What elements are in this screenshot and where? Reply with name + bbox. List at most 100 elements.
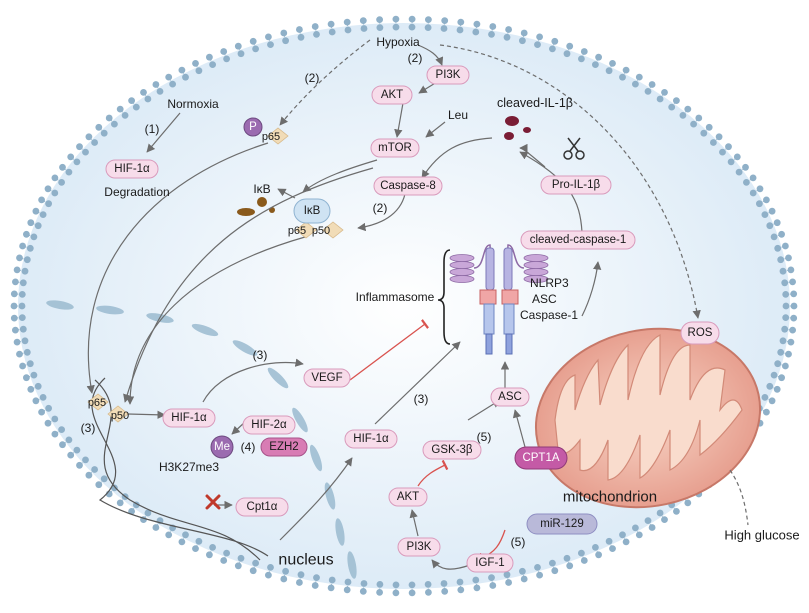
- node-label-akt-low: AKT: [397, 491, 419, 503]
- inflammasome-brace: [437, 249, 451, 345]
- membrane-lipid: [656, 89, 668, 103]
- membrane-lipid: [710, 133, 723, 146]
- nfkb-diamonds: [87, 127, 344, 423]
- membrane-lipid: [95, 475, 108, 489]
- node-cleaved-casp1: cleaved-caspase-1: [520, 230, 636, 250]
- step-marker-s5-cpt: (5): [477, 430, 492, 444]
- node-label-hif2a: HIF-2α: [251, 419, 287, 431]
- node-label-igf1: IGF-1: [475, 557, 504, 569]
- membrane-lipid: [656, 509, 668, 523]
- membrane-lipid: [10, 302, 26, 310]
- membrane-lipid: [343, 18, 352, 34]
- node-akt-low: AKT: [388, 487, 428, 507]
- membrane-lipid: [408, 581, 416, 597]
- membrane-lipid: [472, 576, 481, 592]
- membrane-lipid: [140, 89, 152, 103]
- methyl-label: Me: [214, 441, 230, 453]
- node-hif1a-left: HIF-1α: [105, 159, 159, 179]
- membrane-lipid: [178, 531, 189, 546]
- membrane-lipid: [781, 278, 796, 287]
- label-h3k27me3: H3K27me3: [159, 460, 219, 474]
- membrane-lipid: [13, 266, 29, 275]
- membrane-lipid: [249, 559, 259, 575]
- label-mitochondrion: mitochondrion: [563, 489, 657, 506]
- membrane-lipid: [76, 143, 89, 156]
- membrane-lipid: [619, 531, 630, 546]
- node-caspase8: Caspase-8: [373, 176, 443, 196]
- node-label-asc: ASC: [498, 391, 522, 403]
- node-ezh2: EZH2: [260, 437, 308, 457]
- membrane-lipid: [578, 48, 588, 63]
- membrane-lipid: [296, 26, 305, 41]
- membrane-lipid: [440, 580, 449, 595]
- label-casp1-comp: Caspase-1: [520, 308, 578, 322]
- node-pi3k-low: PI3K: [397, 537, 441, 557]
- membrane-lipid: [27, 219, 42, 230]
- scissors-icon: [563, 137, 585, 160]
- node-mtor: mTOR: [370, 138, 420, 158]
- label-p50-c: p50: [111, 410, 129, 422]
- node-label-cleaved-casp1: cleaved-caspase-1: [530, 234, 627, 246]
- membrane-lipid: [761, 394, 776, 405]
- membrane-lipid: [519, 567, 528, 583]
- membrane-lipid: [632, 524, 643, 539]
- membrane-lipid: [440, 17, 449, 32]
- label-normoxia: Normoxia: [167, 97, 219, 111]
- node-label-cpt1a: CPT1A: [522, 452, 559, 464]
- node-label-akt-top: AKT: [381, 89, 403, 101]
- label-high-glucose: High glucose: [724, 528, 799, 543]
- membrane-lipid: [766, 382, 781, 393]
- label-p50-b: p50: [312, 225, 330, 237]
- node-label-ikb: IκB: [304, 205, 321, 217]
- membrane-lipid: [327, 576, 336, 592]
- label-degradation: Degradation: [104, 185, 169, 199]
- membrane-lipid: [19, 242, 34, 252]
- node-cpt1a: CPT1A: [514, 446, 568, 470]
- label-p65-c: p65: [88, 397, 106, 409]
- membrane-lipid: [280, 567, 289, 583]
- membrane-lipid: [592, 544, 602, 559]
- membrane-lipid: [359, 580, 368, 595]
- label-asc-comp: ASC: [532, 292, 557, 306]
- membrane-lipid: [128, 97, 140, 111]
- membrane-lipid: [679, 105, 692, 119]
- membrane-lipid: [16, 348, 31, 358]
- membrane-lipid: [206, 53, 217, 68]
- membrane-lipid: [534, 564, 543, 579]
- cell-membrane: [10, 15, 798, 597]
- membrane-lipid: [456, 18, 465, 34]
- membrane-lipid: [782, 302, 798, 310]
- membrane-lipid: [12, 325, 27, 334]
- node-ikb: IκB: [293, 198, 331, 224]
- membrane-lipid: [735, 163, 749, 176]
- phospho-marker: [243, 117, 263, 137]
- membrane-lipid: [296, 571, 305, 586]
- membrane-lipid: [178, 66, 189, 81]
- node-vegf: VEGF: [303, 368, 351, 388]
- membrane-lipid: [116, 105, 129, 119]
- membrane-lipid: [456, 578, 465, 594]
- membrane-lipid: [44, 185, 59, 197]
- membrane-lipid: [19, 360, 34, 370]
- membrane-lipid: [234, 554, 245, 570]
- membrane-lipid: [749, 185, 764, 197]
- membrane-lipid: [781, 325, 796, 334]
- label-cleaved-il1b: cleaved-IL-1β: [497, 96, 573, 110]
- membrane-lipid: [265, 33, 274, 48]
- membrane-lipid: [311, 23, 320, 38]
- node-hif1a-nuc: HIF-1α: [162, 408, 216, 428]
- membrane-lipid: [632, 73, 643, 88]
- node-label-pi3k-top: PI3K: [436, 69, 461, 81]
- membrane-lipid: [743, 174, 757, 186]
- membrane-lipid: [220, 549, 231, 564]
- membrane-lipid: [756, 196, 770, 208]
- node-pro-il1b: Pro-IL-1β: [540, 175, 612, 195]
- membrane-lipid: [165, 524, 177, 539]
- membrane-lipid: [38, 404, 52, 416]
- membrane-lipid: [777, 348, 792, 358]
- membrane-lipid: [770, 230, 785, 241]
- membrane-lipid: [472, 20, 481, 36]
- membrane-lipid: [719, 143, 732, 156]
- membrane-lipid: [13, 337, 29, 346]
- membrane-lipid: [779, 337, 795, 346]
